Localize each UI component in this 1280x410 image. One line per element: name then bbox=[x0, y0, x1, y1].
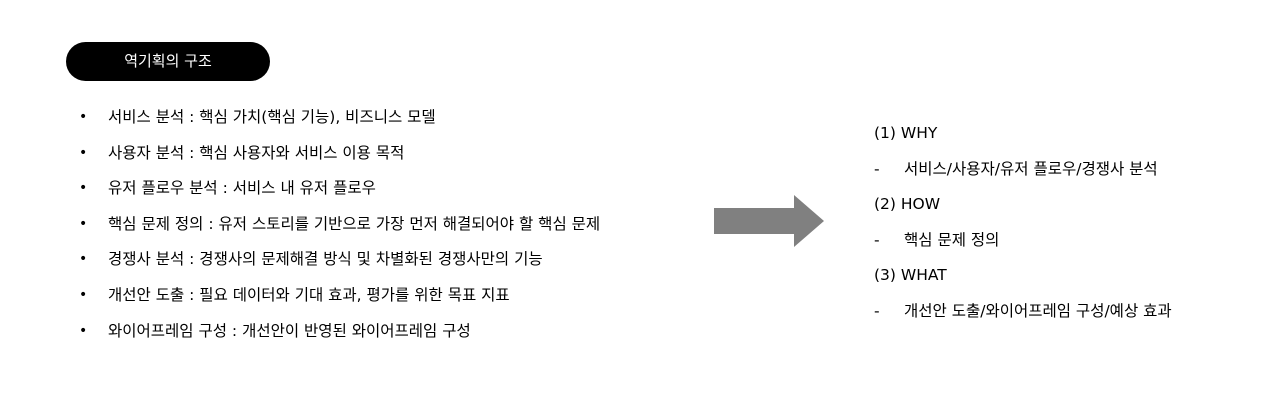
list-item-text: 경쟁사 분석 : 경쟁사의 문제해결 방식 및 차별화된 경쟁사만의 기능 bbox=[108, 250, 543, 269]
list-item: • 개선안 도출 : 필요 데이터와 기대 효과, 평가를 위한 목표 지표 bbox=[79, 278, 600, 314]
list-item-text: 사용자 분석 : 핵심 사용자와 서비스 이용 목적 bbox=[108, 143, 405, 162]
how-item: - 핵심 문제 정의 bbox=[874, 223, 1172, 259]
list-item: • 사용자 분석 : 핵심 사용자와 서비스 이용 목적 bbox=[79, 136, 600, 172]
list-item-text: 핵심 문제 정의 : 유저 스토리를 기반으로 가장 먼저 해결되어야 할 핵심… bbox=[108, 214, 601, 233]
how-heading: (2) HOW bbox=[874, 195, 941, 214]
bullet-icon: • bbox=[79, 180, 88, 197]
analysis-list: • 서비스 분석 : 핵심 가치(핵심 기능), 비즈니스 모델 • 사용자 분석 … bbox=[79, 100, 601, 350]
bullet-icon: • bbox=[79, 215, 88, 232]
what-item-text: 개선안 도출/와이어프레임 구성/예상 효과 bbox=[904, 301, 1172, 320]
why-how-what-block: (1) WHY - 서비스/사용자/유저 플로우/경쟁사 분석 (2) HOW -… bbox=[874, 116, 1172, 330]
list-item: • 와이어프레임 구성 : 개선안이 반영된 와이어프레임 구성 bbox=[79, 314, 600, 350]
why-item-text: 서비스/사용자/유저 플로우/경쟁사 분석 bbox=[904, 159, 1158, 178]
list-item-text: 와이어프레임 구성 : 개선안이 반영된 와이어프레임 구성 bbox=[108, 321, 471, 340]
list-item: • 서비스 분석 : 핵심 가치(핵심 기능), 비즈니스 모델 bbox=[79, 100, 600, 136]
bullet-icon: • bbox=[79, 109, 88, 125]
list-item-text: 유저 플로우 분석 : 서비스 내 유저 플로우 bbox=[108, 179, 376, 198]
why-item: - 서비스/사용자/유저 플로우/경쟁사 분석 bbox=[874, 152, 1172, 188]
list-item-text: 개선안 도출 : 필요 데이터와 기대 효과, 평가를 위한 목표 지표 bbox=[108, 285, 510, 304]
bullet-icon: • bbox=[79, 251, 88, 268]
list-item: • 경쟁사 분석 : 경쟁사의 문제해결 방식 및 차별화된 경쟁사만의 기능 bbox=[79, 242, 600, 278]
why-heading: (1) WHY bbox=[874, 124, 938, 142]
bullet-icon: • bbox=[79, 286, 88, 303]
dash-icon: - bbox=[874, 230, 880, 249]
list-item-text: 서비스 분석 : 핵심 가치(핵심 기능), 비즈니스 모델 bbox=[108, 108, 436, 126]
list-item: • 유저 플로우 분석 : 서비스 내 유저 플로우 bbox=[79, 171, 600, 207]
list-item: • 핵심 문제 정의 : 유저 스토리를 기반으로 가장 먼저 해결되어야 할 핵… bbox=[79, 207, 601, 243]
what-heading: (3) WHAT bbox=[874, 266, 947, 285]
right-arrow-icon bbox=[714, 195, 824, 247]
what-item: - 개선안 도출/와이어프레임 구성/예상 효과 bbox=[874, 294, 1172, 330]
bullet-icon: • bbox=[79, 322, 88, 339]
bullet-icon: • bbox=[79, 144, 88, 161]
section-title-pill: 역기획의 구조 bbox=[66, 42, 270, 81]
dash-icon: - bbox=[874, 301, 880, 320]
how-item-text: 핵심 문제 정의 bbox=[904, 230, 1000, 249]
dash-icon: - bbox=[874, 159, 880, 178]
section-title: 역기획의 구조 bbox=[124, 52, 212, 70]
